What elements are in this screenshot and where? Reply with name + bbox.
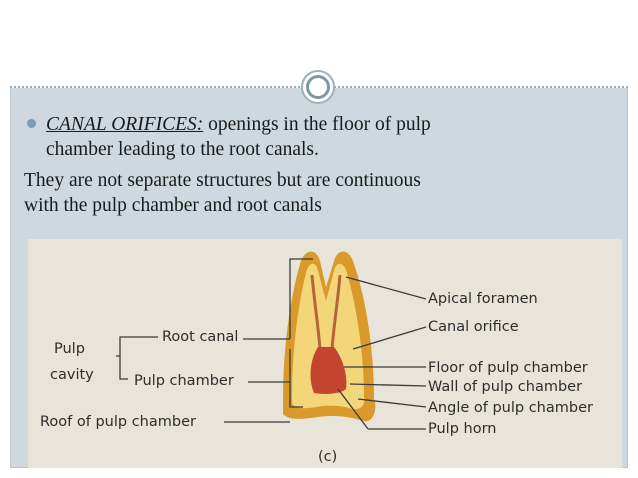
bullet-term: CANAL ORIFICES: bbox=[46, 114, 204, 135]
label-floor-of-pulp-chamber: Floor of pulp chamber bbox=[428, 360, 588, 376]
tooth-dentin bbox=[292, 263, 365, 410]
bullet-text-line1: openings in the floor of pulp bbox=[203, 114, 431, 135]
canal-orifice-leader bbox=[352, 326, 427, 350]
root-canal-bracket bbox=[289, 258, 313, 339]
label-pulp-chamber: Pulp chamber bbox=[134, 373, 234, 389]
slide-body: CANAL ORIFICES: openings in the floor of… bbox=[24, 112, 604, 218]
figure-caption: (c) bbox=[318, 449, 337, 465]
angle-leader bbox=[357, 398, 427, 408]
leader-lines bbox=[116, 258, 427, 430]
paragraph-line1: They are not separate structures but are… bbox=[24, 170, 421, 191]
paragraph-line2: with the pulp chamber and root canals bbox=[24, 195, 322, 216]
header-ring-ornament bbox=[301, 70, 335, 104]
pulp-chamber bbox=[310, 347, 347, 394]
bullet-item: CANAL ORIFICES: openings in the floor of… bbox=[24, 112, 604, 162]
label-canal-orifice: Canal orifice bbox=[428, 319, 519, 335]
label-apical-foramen: Apical foramen bbox=[428, 291, 538, 307]
apical-foramen-leader bbox=[345, 276, 427, 300]
pulp-chamber-bracket bbox=[289, 349, 303, 408]
root-canal-right bbox=[330, 274, 342, 350]
tooth-diagram-photo: Pulp cavity Root canal Pulp chamber Roof… bbox=[28, 239, 622, 468]
tooth-diagram-svg: Pulp cavity Root canal Pulp chamber Roof… bbox=[40, 251, 593, 465]
label-pulp-horn: Pulp horn bbox=[428, 421, 496, 437]
wall-leader bbox=[349, 383, 427, 387]
bullet-text-line2: chamber leading to the root canals. bbox=[46, 139, 319, 160]
pulp-cavity-bracket bbox=[116, 336, 158, 357]
label-wall-of-pulp-chamber: Wall of pulp chamber bbox=[428, 379, 582, 395]
label-roof-of-pulp-chamber: Roof of pulp chamber bbox=[40, 414, 196, 430]
root-canal-left bbox=[310, 274, 322, 350]
pulp-horn-leader-1 bbox=[337, 388, 369, 430]
label-root-canal: Root canal bbox=[162, 329, 238, 345]
header-ring-inner bbox=[306, 75, 330, 99]
body-paragraph: They are not separate structures but are… bbox=[24, 168, 604, 218]
bullet-dot-icon bbox=[27, 119, 36, 128]
pulp-cavity-bracket-lower bbox=[119, 356, 128, 380]
label-angle-of-pulp-chamber: Angle of pulp chamber bbox=[428, 400, 593, 416]
label-cavity: cavity bbox=[50, 367, 94, 383]
label-pulp: Pulp bbox=[54, 341, 85, 357]
